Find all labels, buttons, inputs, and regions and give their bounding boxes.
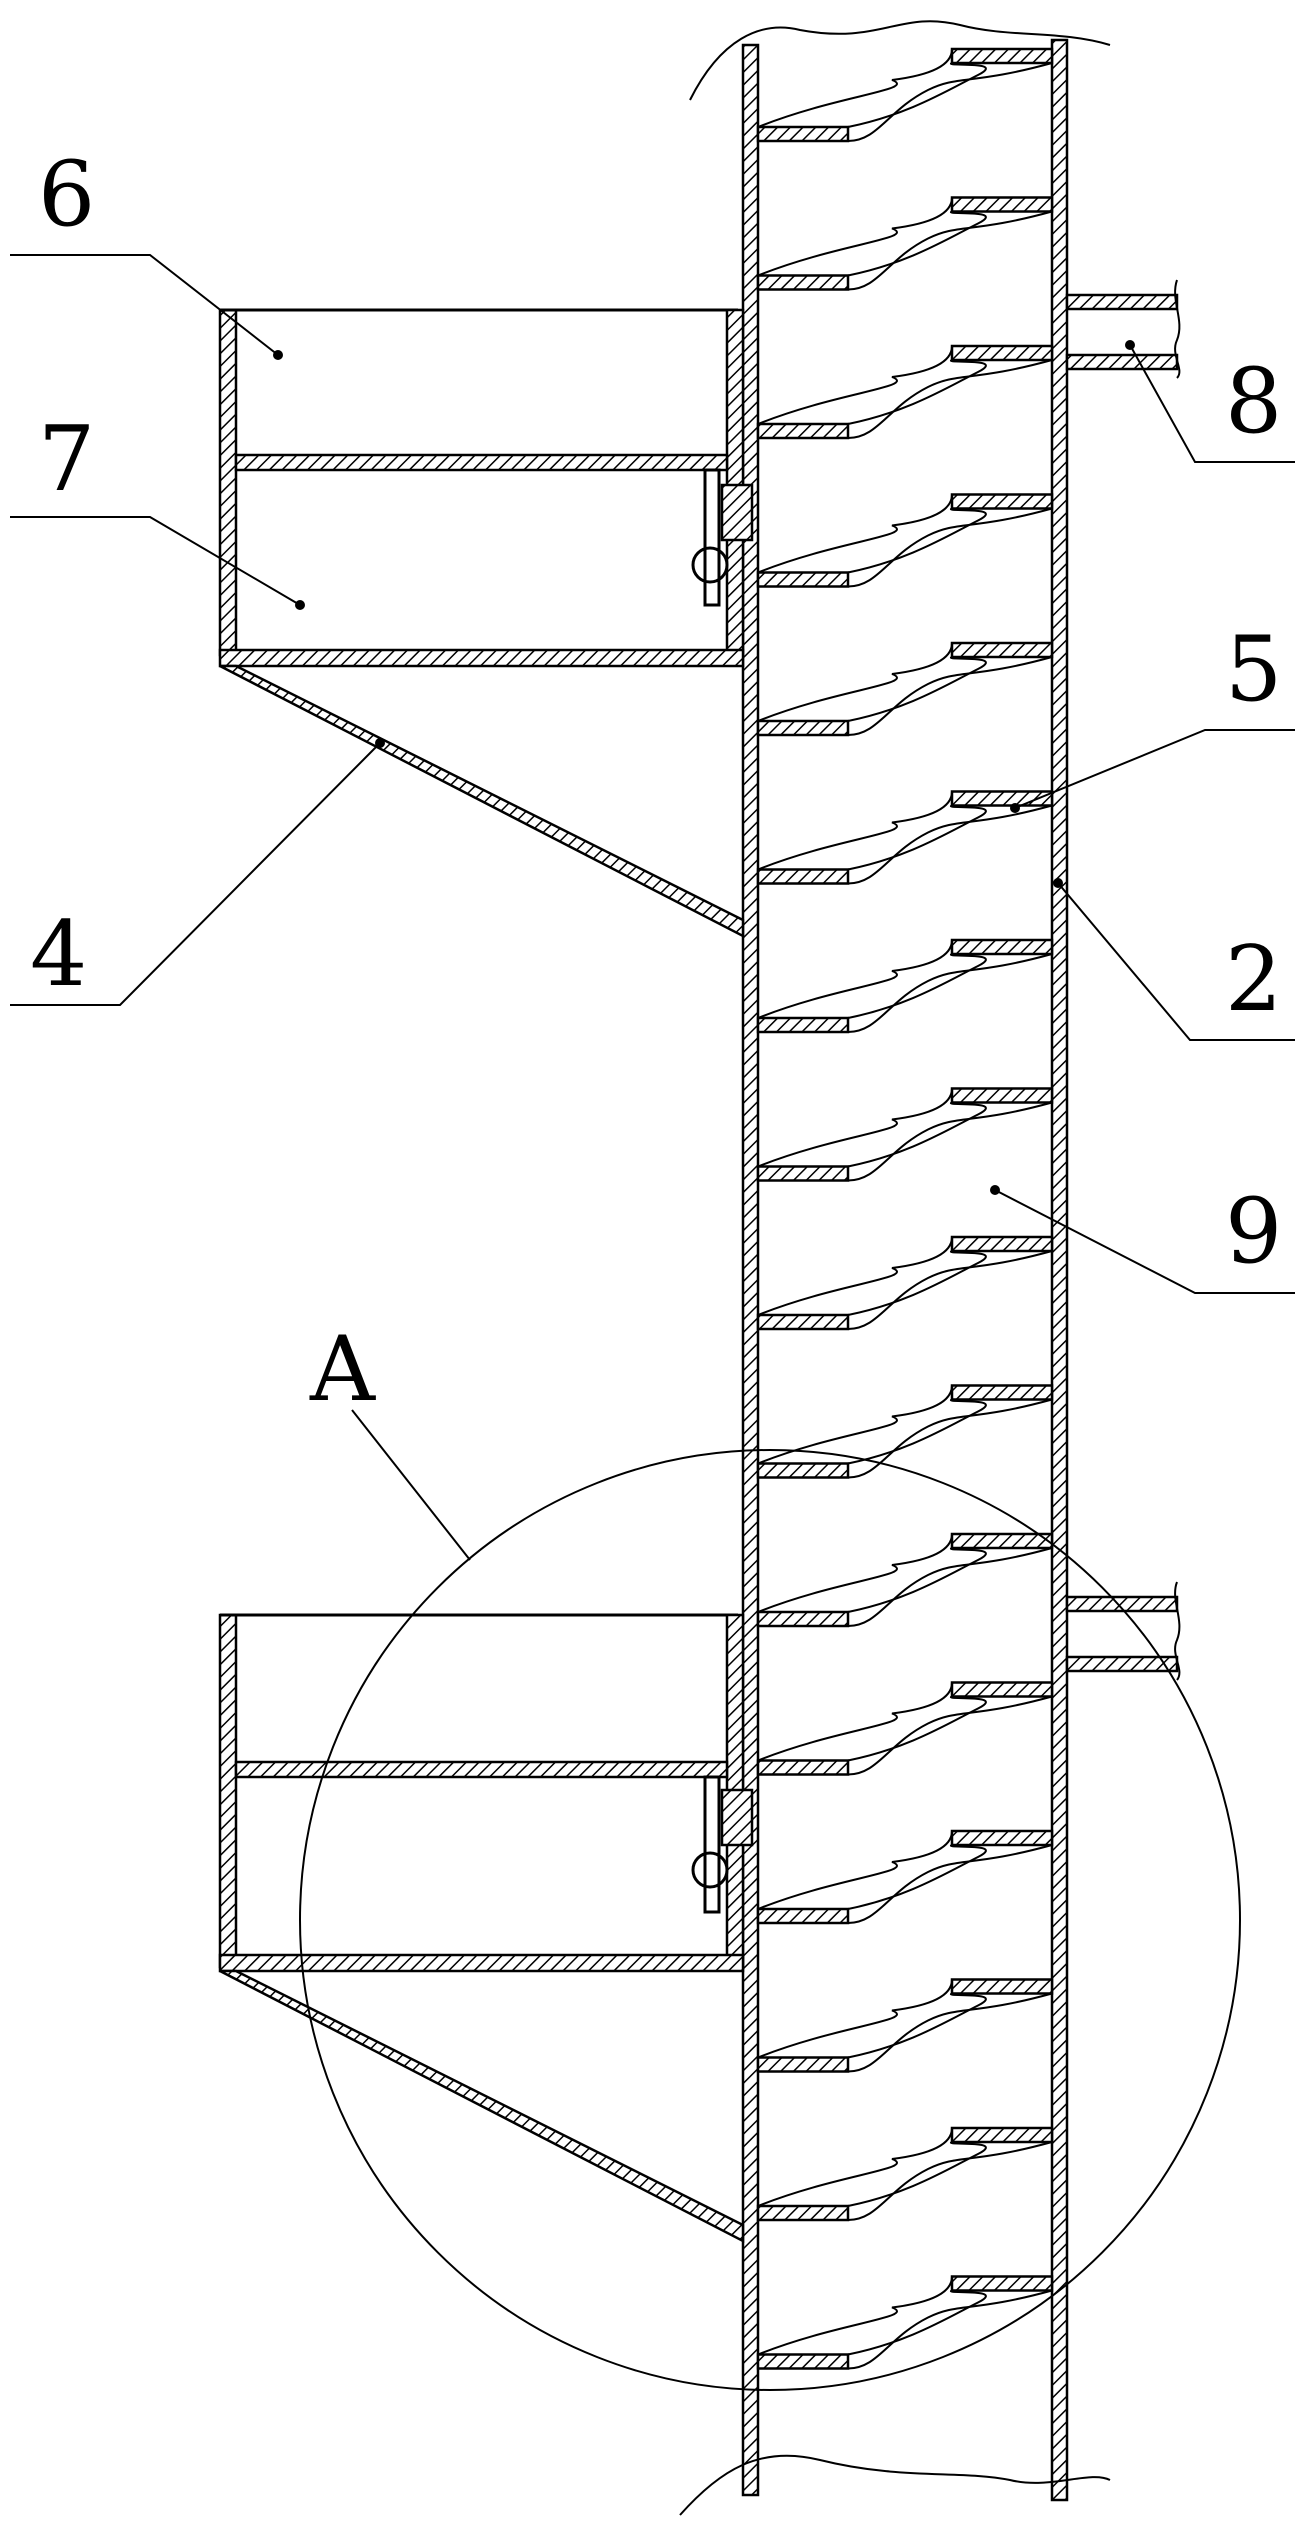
leader-6: [10, 254, 279, 356]
spiral-blade: [756, 2275, 1054, 2370]
spiral-blade: [756, 493, 1054, 588]
leader-9-dot: [990, 1185, 1000, 1195]
detail-circle-a: [299, 1449, 1241, 2391]
valve-lower-knob: [691, 1851, 729, 1889]
leader-7-dot: [295, 600, 305, 610]
leader-4: [10, 742, 381, 1006]
hopper-upper-bottom: [218, 648, 745, 668]
top-break-line: [689, 20, 1111, 101]
spiral-blade: [756, 1087, 1054, 1182]
lower-hopper: [218, 1613, 754, 2244]
valve-upper-knob: [691, 546, 729, 584]
valve-lower-rod: [703, 1775, 721, 1914]
label-4: 4: [30, 902, 87, 1007]
hopper-lower-left-wall: [218, 1613, 238, 1969]
label-8: 8: [1225, 349, 1282, 454]
leader-9: [994, 1189, 1295, 1294]
hopper-lower-divider: [234, 1760, 729, 1779]
leader-5-dot: [1010, 803, 1020, 813]
hopper-upper-divider: [234, 453, 729, 472]
spiral-blade: [756, 344, 1054, 440]
spiral-blade: [756, 1829, 1054, 1925]
spiral-blade: [756, 1235, 1054, 1331]
spiral-blade: [756, 641, 1054, 737]
leader-4-dot: [375, 738, 385, 748]
outlet-pipe-lower: [1065, 1581, 1181, 1681]
label-9: 9: [1225, 1179, 1282, 1284]
spiral-blade: [756, 790, 1054, 885]
leader-8: [1129, 344, 1295, 463]
main-tube: [679, 20, 1111, 2516]
outlet-upper-top: [1065, 293, 1179, 311]
leader-lines: [10, 254, 1295, 1561]
bottom-break-line: [679, 2454, 1111, 2516]
label-a: A: [309, 1317, 376, 1422]
spiral-blade: [756, 2126, 1054, 2222]
chute-lower: [219, 1969, 745, 2244]
outlet-upper-bottom: [1065, 353, 1179, 371]
label-5: 5: [1225, 617, 1282, 722]
leader-5: [1014, 729, 1295, 809]
spiral-blade: [756, 196, 1054, 291]
leader-6-dot: [273, 350, 283, 360]
spiral-blades: [756, 47, 1054, 2370]
leader-a: [351, 1409, 471, 1561]
outlet-lower-break: [1174, 1581, 1181, 1681]
valve-upper-block: [720, 483, 754, 542]
label-7: 7: [38, 407, 95, 512]
leader-2-dot: [1053, 878, 1063, 888]
outlet-upper-break: [1174, 279, 1181, 379]
valve-lower-block: [720, 1788, 754, 1847]
hopper-upper-right-wall: [725, 308, 745, 657]
spiral-blade: [756, 1532, 1054, 1628]
chute-upper: [219, 664, 745, 939]
tube-wall-left: [741, 43, 760, 2497]
leader-8-dot: [1125, 340, 1135, 350]
spiral-blade: [756, 1681, 1054, 1776]
spiral-blade: [756, 938, 1054, 1034]
spiral-blade: [756, 1384, 1054, 1479]
upper-hopper: [218, 308, 754, 939]
tube-wall-right: [1050, 38, 1069, 2502]
leader-7: [10, 516, 301, 606]
spiral-blade: [756, 47, 1054, 143]
label-2: 2: [1225, 927, 1282, 1032]
leader-2: [1057, 882, 1295, 1041]
outlet-pipe-upper: [1065, 279, 1181, 379]
hopper-lower-bottom: [218, 1953, 745, 1973]
valve-upper-rod: [703, 468, 721, 607]
spiral-blade: [756, 1978, 1054, 2073]
label-6: 6: [38, 142, 95, 247]
hopper-upper-left-wall: [218, 308, 238, 657]
